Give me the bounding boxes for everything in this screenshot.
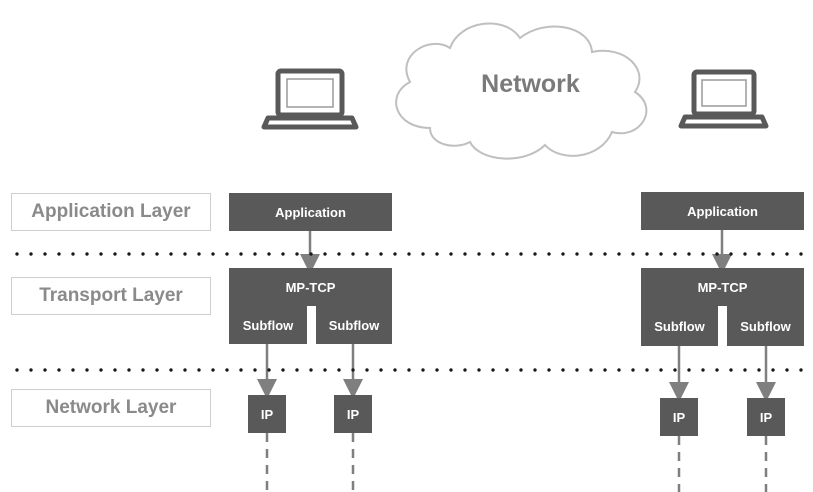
mptcp-box-right: MP-TCP <box>641 268 804 306</box>
subflow-box-right-1: Subflow <box>641 306 718 346</box>
layer-divider <box>10 368 810 372</box>
ip-box-left-2: IP <box>334 395 372 433</box>
ip-box-right-1: IP <box>660 398 698 436</box>
ip-box-left-1: IP <box>248 395 286 433</box>
layer-divider <box>10 252 810 256</box>
cloud-label: Network <box>481 70 580 98</box>
layer-label-network: Network Layer <box>11 389 211 427</box>
dashed-link-lines <box>265 433 768 492</box>
cloud-icon <box>395 22 648 160</box>
layer-label-application: Application Layer <box>11 193 211 231</box>
subflow-box-left-2: Subflow <box>316 306 392 344</box>
subflow-box-left-1: Subflow <box>229 306 307 344</box>
mptcp-box-left: MP-TCP <box>229 268 392 306</box>
application-box-right: Application <box>641 192 804 230</box>
subflow-box-right-2: Subflow <box>727 306 804 346</box>
layer-label-transport: Transport Layer <box>11 277 211 315</box>
application-box-left: Application <box>229 193 392 231</box>
ip-box-right-2: IP <box>747 398 785 436</box>
laptop-icon <box>261 68 359 130</box>
laptop-icon <box>678 69 769 129</box>
